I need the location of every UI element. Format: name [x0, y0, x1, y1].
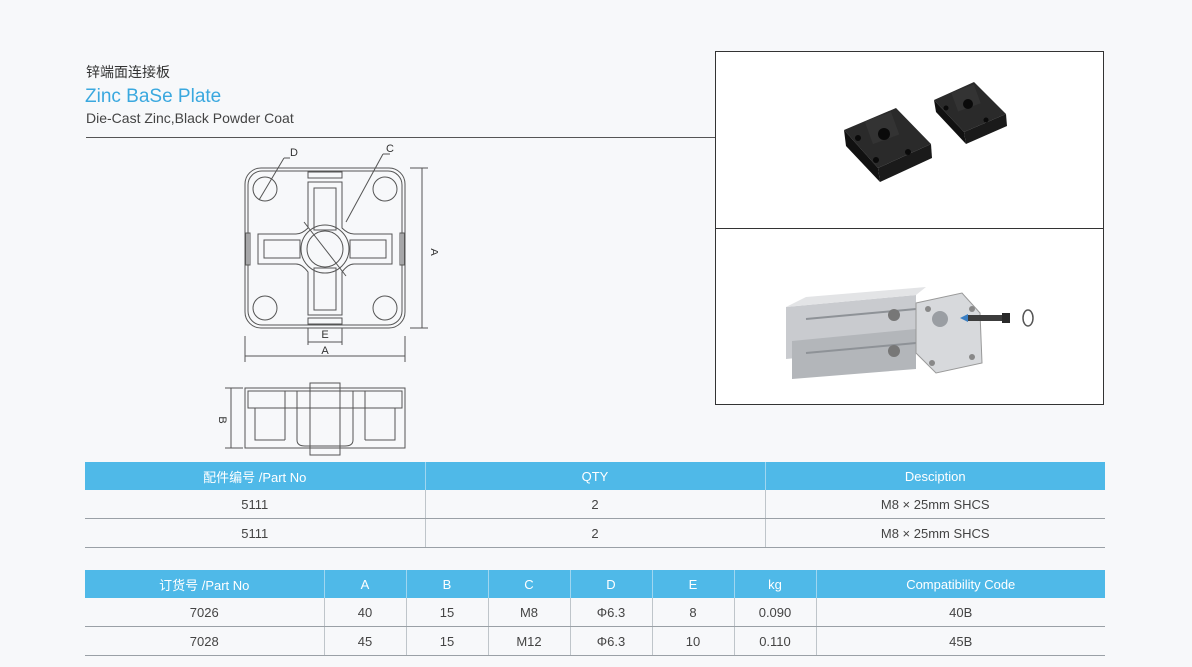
center-boss: [300, 224, 350, 274]
cell-d: Φ6.3: [569, 626, 652, 656]
product-photo-assembly: [715, 228, 1104, 405]
dim-label-a-bottom: A: [321, 345, 329, 357]
cell-description: M8 × 25mm SHCS: [764, 490, 1105, 519]
dim-label-b: B: [216, 416, 228, 423]
black-plate-back: [934, 82, 1007, 144]
side-view-drawing: B: [216, 382, 406, 456]
cell-part-no: 5111: [85, 518, 425, 548]
cell-c: M12: [487, 626, 570, 656]
table-row: 5111 2 M8 × 25mm SHCS: [85, 490, 1105, 519]
col-b: B: [405, 570, 488, 598]
cell-c: M8: [487, 598, 570, 627]
col-a: A: [323, 570, 406, 598]
cell-b: 15: [405, 598, 488, 627]
product-title: Zinc BaSe Plate: [85, 86, 222, 107]
title-divider: [86, 137, 716, 138]
cell-e: 10: [651, 626, 734, 656]
col-description: Desciption: [764, 462, 1105, 490]
cell-compatibility: 40B: [815, 598, 1105, 627]
table-row: 5111 2 M8 × 25mm SHCS: [85, 518, 1105, 548]
col-d: D: [569, 570, 652, 598]
cell-a: 45: [323, 626, 406, 656]
col-qty: QTY: [424, 462, 765, 490]
cell-a: 40: [323, 598, 406, 627]
product-photo-plates: [715, 51, 1104, 229]
dim-label-a-side: A: [428, 248, 438, 256]
col-kg: kg: [733, 570, 816, 598]
product-title-chinese: 锌端面连接板: [86, 64, 170, 80]
cell-compatibility: 45B: [815, 626, 1105, 656]
order-table-header: 订货号 /Part No A B C D E kg Compatibility …: [85, 570, 1105, 598]
col-e: E: [651, 570, 734, 598]
screw-and-washer: [960, 309, 1034, 327]
dim-label-e: E: [321, 329, 328, 341]
plate-outline: [244, 167, 406, 329]
cell-description: M8 × 25mm SHCS: [764, 518, 1105, 548]
cell-d: Φ6.3: [569, 598, 652, 627]
cell-qty: 2: [424, 490, 765, 519]
col-order-no: 订货号 /Part No: [85, 570, 324, 598]
black-plate-front: [844, 108, 932, 182]
cell-part-no: 5111: [85, 490, 425, 519]
cell-kg: 0.110: [733, 626, 816, 656]
col-c: C: [487, 570, 570, 598]
cell-qty: 2: [424, 518, 765, 548]
cell-order-no: 7028: [85, 626, 324, 656]
col-compatibility: Compatibility Code: [815, 570, 1105, 598]
hole-top-left: [252, 176, 278, 202]
parts-table: 配件编号 /Part No QTY Desciption 5111 2 M8 ×…: [85, 462, 1105, 548]
cell-order-no: 7026: [85, 598, 324, 627]
table-row: 7026 40 15 M8 Φ6.3 8 0.090 40B: [85, 598, 1105, 627]
order-table: 订货号 /Part No A B C D E kg Compatibility …: [85, 570, 1105, 656]
top-view-drawing: A A E D C: [244, 143, 438, 362]
col-part-no: 配件编号 /Part No: [85, 462, 425, 490]
aluminium-profile-assembly: [786, 287, 926, 379]
parts-table-header: 配件编号 /Part No QTY Desciption: [85, 462, 1105, 490]
cell-b: 15: [405, 626, 488, 656]
cell-e: 8: [651, 598, 734, 627]
dim-label-d: D: [290, 147, 298, 159]
product-subtitle: Die-Cast Zinc,Black Powder Coat: [86, 110, 294, 126]
zinc-plate-silver: [915, 292, 983, 374]
table-row: 7028 45 15 M12 Φ6.3 10 0.110 45B: [85, 626, 1105, 656]
dim-label-c: C: [386, 143, 394, 155]
cell-kg: 0.090: [733, 598, 816, 627]
